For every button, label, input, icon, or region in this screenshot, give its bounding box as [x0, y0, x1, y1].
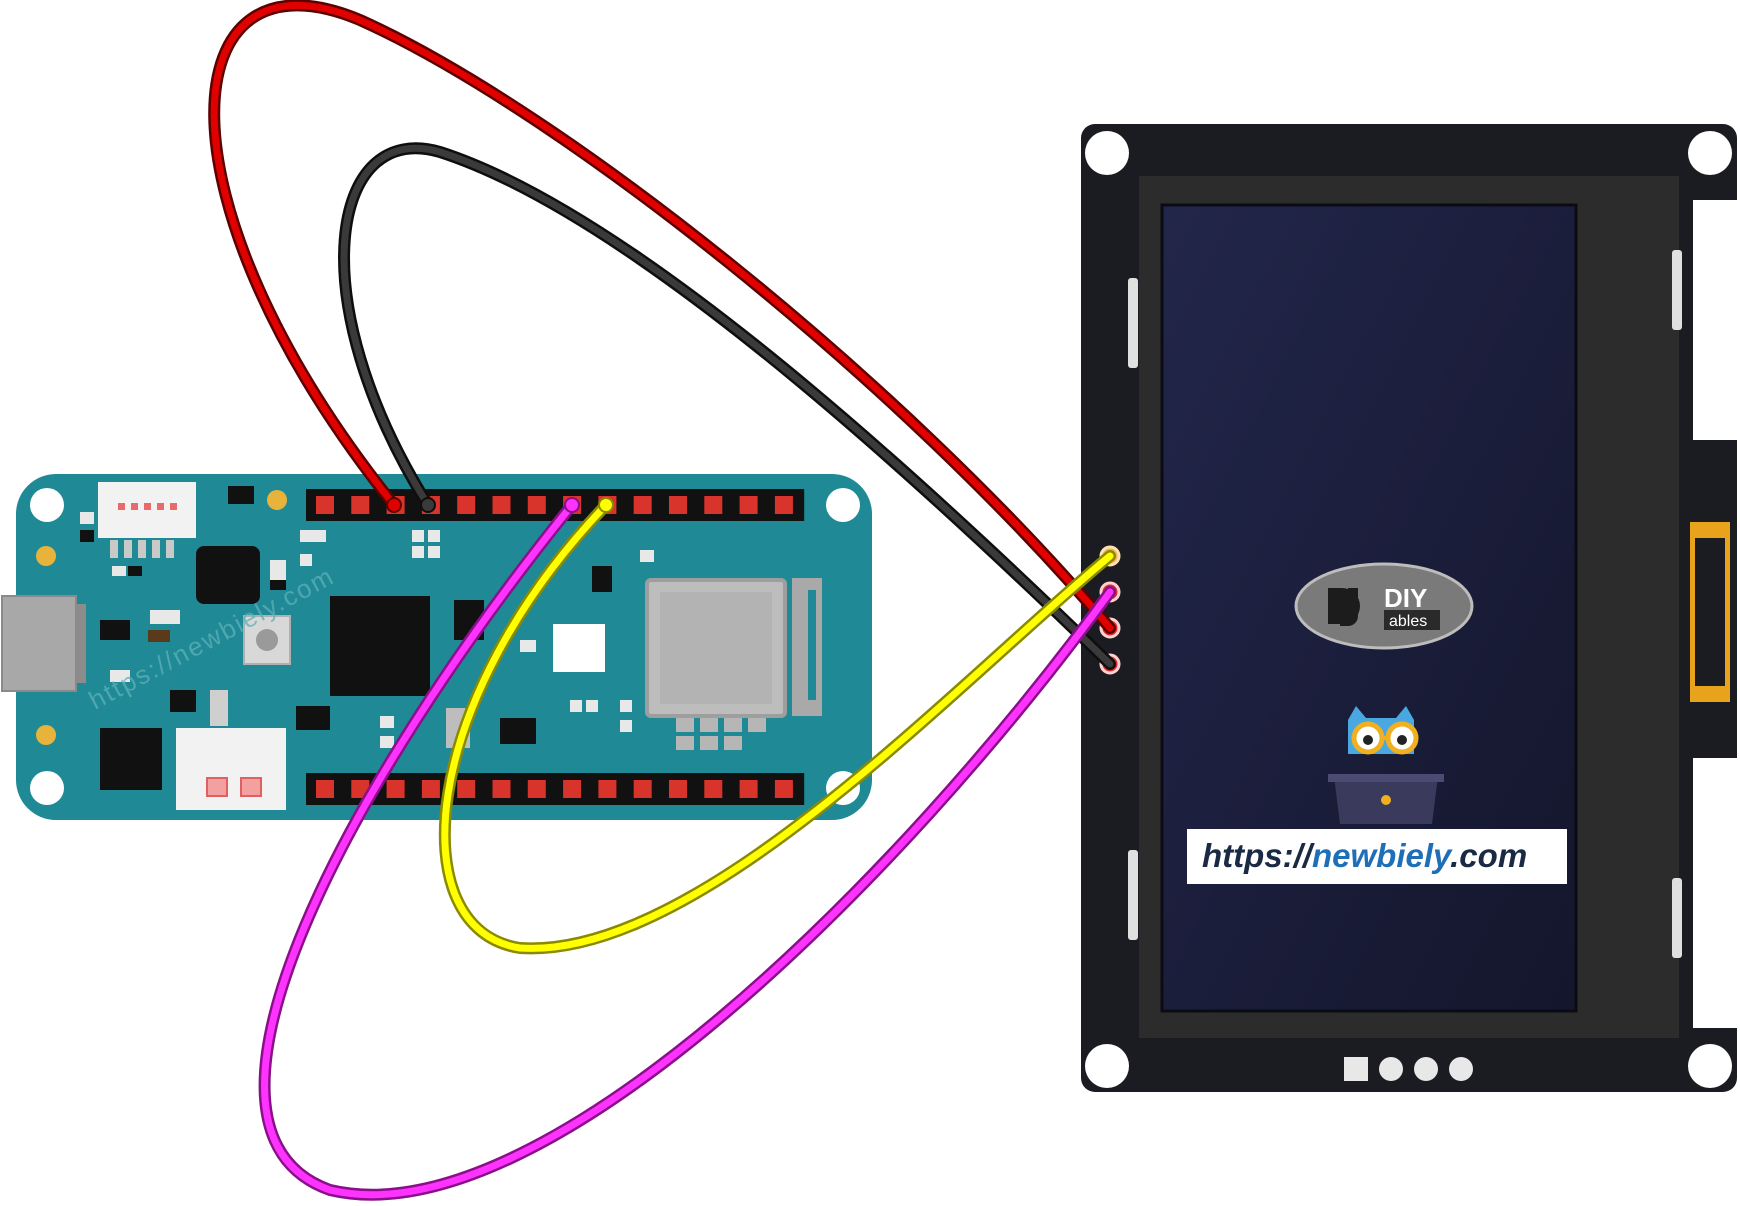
smd-components: [80, 486, 766, 750]
side-clip: [1128, 850, 1138, 940]
black-wire: [340, 144, 1114, 668]
logo-diy-text: DIY: [1384, 583, 1427, 613]
arduino-board: https://newbiely.com: [1, 474, 872, 820]
header-pin: [316, 496, 334, 514]
oled-mounting-hole: [1688, 1044, 1732, 1088]
wires: [208, 0, 1116, 1201]
header-pin: [386, 780, 405, 798]
header-pin: [492, 496, 511, 514]
flex-cable-inner: [1695, 538, 1725, 686]
mounting-hole: [826, 488, 860, 522]
led-pad: [553, 624, 605, 672]
header-pin: [774, 780, 793, 798]
header-pin: [633, 496, 652, 514]
oled-bottom-pads: [1344, 1057, 1473, 1081]
header-pin: [457, 780, 476, 798]
header-pin: [527, 780, 546, 798]
header-pin: [633, 780, 652, 798]
ic-chip: [592, 566, 612, 592]
mounting-hole: [30, 771, 64, 805]
oled-mounting-hole: [1085, 131, 1129, 175]
header-pin: [457, 496, 476, 514]
pcb-notch: [1693, 758, 1740, 1028]
power-connector-pin: [206, 777, 228, 797]
website-banner: https://newbiely.com: [1187, 829, 1567, 884]
reset-button-cap: [256, 629, 278, 651]
header-pin: [669, 496, 687, 514]
header-pin: [563, 780, 582, 798]
header-pin: [492, 780, 511, 798]
oled-display-module: DIY ables https://newbiely.com: [1081, 124, 1740, 1092]
banner-prefix: https://: [1202, 837, 1316, 874]
solder-pad: [267, 490, 287, 510]
banner-domain: newbiely: [1312, 837, 1453, 874]
crystal-chip: [196, 546, 260, 604]
power-connector-pin: [240, 777, 262, 797]
header-pin: [421, 780, 440, 798]
small-chip: [100, 728, 162, 790]
svg-text:https://newbiely.com: https://newbiely.com: [1202, 837, 1527, 874]
battery-connector-legs: [110, 540, 174, 558]
wire-endpoints: [386, 497, 614, 513]
header-pin: [739, 496, 758, 514]
header-pin: [527, 496, 546, 514]
yellow-wire: [441, 501, 1114, 952]
oled-mounting-hole: [1085, 1044, 1129, 1088]
side-clip: [1128, 278, 1138, 368]
diyables-logo: DIY ables: [1294, 562, 1474, 650]
header-pin: [704, 496, 723, 514]
red-wire: [210, 1, 1114, 632]
side-clip: [1672, 250, 1682, 330]
microcontroller-chip: [330, 596, 430, 696]
bottom-pin-header: [306, 773, 805, 805]
header-pin: [774, 496, 793, 514]
solder-pad: [36, 546, 56, 566]
battery-connector-pins: [118, 503, 177, 510]
oled-mounting-hole: [1688, 131, 1732, 175]
wifi-antenna-gap: [808, 590, 816, 700]
power-connector: [176, 728, 286, 810]
pcb-notch: [1693, 200, 1740, 440]
logo-ables-text: ables: [1389, 613, 1427, 630]
side-clip: [1672, 878, 1682, 958]
usb-connector-edge: [76, 604, 86, 683]
usb-connector: [1, 595, 77, 692]
header-pin: [704, 780, 723, 798]
mounting-hole: [30, 488, 64, 522]
wifi-antenna: [792, 578, 822, 716]
header-pin: [351, 496, 370, 514]
header-pin: [669, 780, 687, 798]
header-pin: [739, 780, 758, 798]
banner-suffix: .com: [1450, 837, 1527, 874]
owl-mascot-icon: [1328, 706, 1444, 824]
wifi-module-shield: [660, 592, 772, 704]
header-pin: [316, 780, 334, 798]
solder-pad: [36, 725, 56, 745]
header-pin: [598, 780, 617, 798]
reset-button: [243, 615, 291, 665]
magenta-wire: [261, 501, 1114, 1199]
